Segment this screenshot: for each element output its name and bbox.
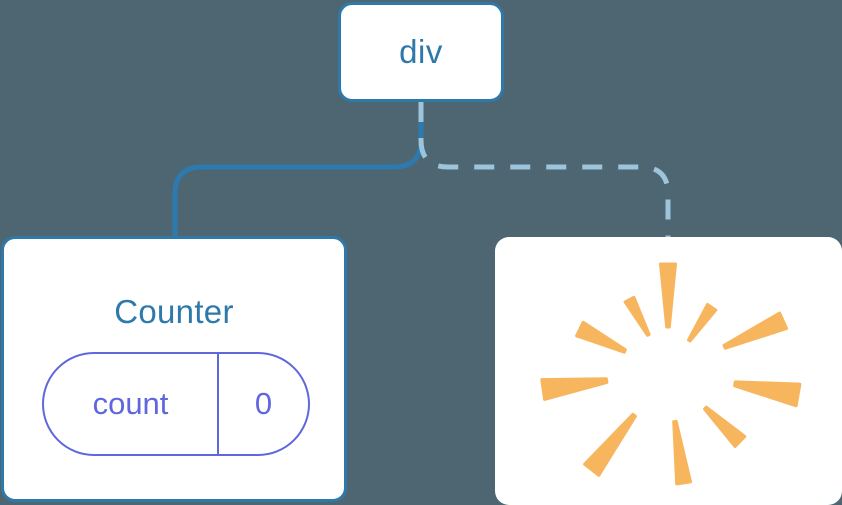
edge-div-sparkle [418, 102, 671, 237]
sparkle-ray-3 [722, 311, 789, 350]
sparkle-ray-1 [659, 262, 677, 329]
node-sparkle[interactable] [495, 237, 842, 505]
sparkle-ray-10 [623, 295, 651, 337]
sparkle-ray-7 [583, 412, 637, 477]
sparkle-ray-6 [672, 419, 692, 486]
state-pill-divider [217, 354, 219, 454]
sparkle-ray-9 [575, 320, 627, 354]
sparkle-burst-icon [540, 262, 802, 486]
state-value-label: 0 [254, 386, 273, 421]
node-div[interactable]: div [338, 2, 504, 102]
state-key-label: count [92, 386, 169, 421]
sparkle-ray-5 [703, 405, 747, 448]
node-counter-label: Counter [114, 293, 234, 330]
node-div-label: div [399, 33, 443, 70]
sparkle-ray-8 [540, 377, 609, 401]
sparkle-ray-2 [687, 303, 718, 343]
edge-div-counter [172, 99, 424, 240]
state-pill-count[interactable]: count 0 [42, 352, 310, 456]
sparkle-ray-4 [733, 380, 802, 408]
